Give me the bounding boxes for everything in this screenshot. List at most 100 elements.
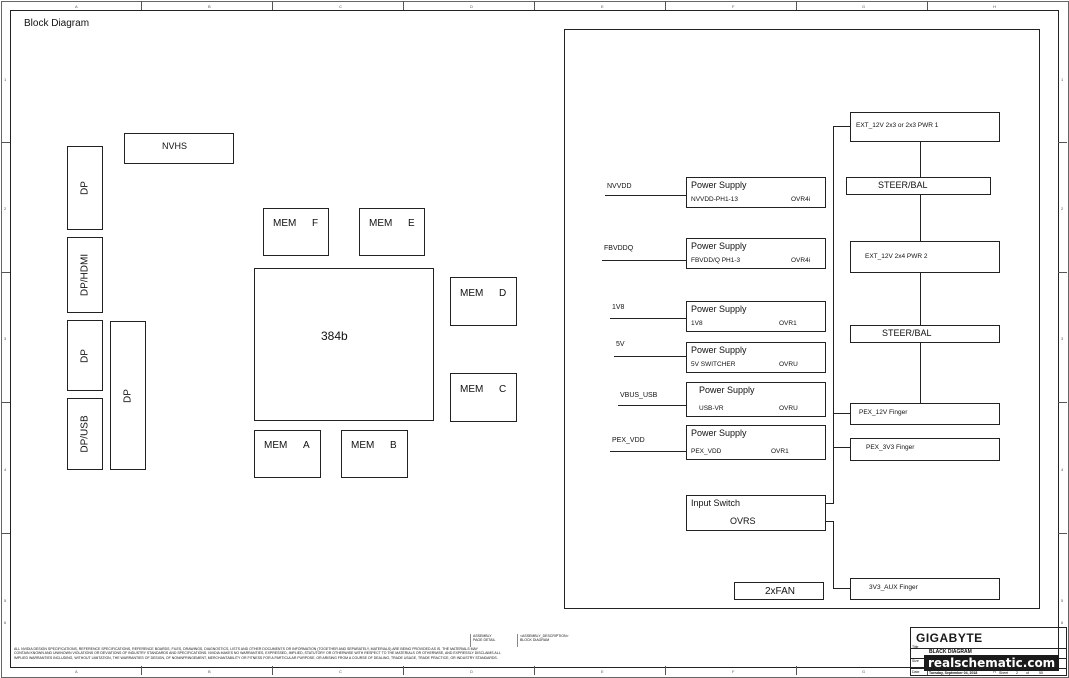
connector-dp-side-label: DP — [122, 388, 134, 403]
connector-dp-hdmi: DP/HDMI — [67, 237, 103, 313]
steer-bal-1-label: STEER/BAL — [878, 180, 928, 190]
net-line-2 — [610, 318, 686, 319]
mem-e-label: MEM — [369, 218, 393, 229]
aux-3v3-finger-label: 3V3_AUX Finger — [869, 584, 918, 591]
of-label: of — [1026, 671, 1029, 675]
gpu-block: 384b — [254, 268, 434, 421]
connector-dp-usb: DP/USB — [67, 398, 103, 470]
connector-dp-1-label: DP — [79, 181, 91, 195]
col-ref-top-E: E — [601, 4, 604, 9]
input-switch-title: Input Switch — [691, 498, 741, 508]
row-ref-left-2: 2 — [4, 206, 7, 211]
steer-bal-2-label: STEER/BAL — [882, 328, 932, 338]
col-divider-top-0 — [141, 1, 142, 10]
mem-d-label: MEM — [460, 288, 484, 299]
pex-12v-finger-label: PEX_12V Finger — [859, 409, 908, 416]
title-block-row-1 — [911, 648, 1066, 649]
assembly-desc: <ASSEMBLY_DESCRIPTION> — [520, 634, 569, 638]
row-divider-left-0 — [1, 142, 10, 143]
col-ref-top-D: D — [470, 4, 473, 9]
connector-dp-usb-label: DP/USB — [79, 415, 91, 453]
watermark-text: realschematic.com — [928, 656, 1056, 670]
row-ref-left-6: 6 — [4, 620, 7, 625]
power-supply-ic-3: OVRU — [779, 361, 798, 368]
col-ref-bottom-B: B — [208, 669, 211, 674]
row-divider-right-3 — [1058, 533, 1067, 534]
doc-title: BLACK DIAGRAM — [929, 649, 972, 655]
brand-logo: GIGABYTE — [916, 631, 983, 645]
ext-pwr2-block: EXT_12V 2x4 PWR 2 — [850, 241, 1000, 273]
col-divider-top-1 — [272, 1, 273, 10]
power-supply-ic-0: OVR4i — [791, 196, 811, 203]
mem-a-label: MEM — [264, 440, 288, 451]
sheet-label: Sheet — [999, 671, 1009, 675]
page-title: Block Diagram — [24, 18, 90, 29]
mem-f-label: MEM — [273, 218, 297, 229]
col-divider-top-3 — [534, 1, 535, 10]
pex-3v3-finger: PEX_3V3 Finger — [850, 438, 1000, 461]
connector-dp-1: DP — [67, 146, 103, 230]
connector-dp-2-label: DP — [79, 348, 91, 363]
row-ref-right-6: 6 — [1061, 620, 1064, 625]
sheet-total: 55 — [1039, 671, 1043, 675]
net-label-0: NVVDD — [607, 183, 632, 190]
connector-dp-2: DP — [67, 320, 103, 391]
col-ref-top-A: A — [75, 4, 78, 9]
connector-dp-hdmi-label: DP/HDMI — [79, 253, 91, 297]
ext-pwr1-block: EXT_12V 2x3 or 2x3 PWR 1 — [850, 112, 1000, 142]
row-ref-right-5: 5 — [1061, 598, 1064, 603]
steer-link-3 — [920, 273, 921, 325]
col-divider-top-5 — [796, 1, 797, 10]
row-divider-left-2 — [1, 402, 10, 403]
mem-e-letter: E — [408, 218, 415, 229]
pex-3v3-finger-label: PEX_3V3 Finger — [866, 444, 915, 451]
col-divider-bottom-3 — [534, 666, 535, 675]
assembly-label: ASSEMBLY — [473, 634, 492, 638]
col-divider-bottom-0 — [141, 666, 142, 675]
col-ref-bottom-A: A — [75, 669, 78, 674]
col-ref-bottom-G: G — [862, 669, 866, 674]
steer-link-4 — [920, 343, 921, 403]
power-supply-title-1: Power Supply — [691, 241, 747, 251]
disclaimer-line-2: CONTAIN KNOWN AND UNKNOWN VIOLATIONS OR … — [14, 651, 501, 656]
power-supply-title-0: Power Supply — [691, 180, 747, 190]
mem-c-letter: C — [499, 384, 507, 395]
col-ref-bottom-H: H — [993, 669, 996, 674]
disclaimer-line-1: ALL NVIDIA DESIGN SPECIFICATIONS, REFERE… — [14, 647, 478, 651]
power-supply-sub-2: 1V8 — [691, 320, 703, 327]
ext-pwr1-label: EXT_12V 2x3 or 2x3 PWR 1 — [856, 122, 939, 129]
fan-label: 2xFAN — [765, 586, 796, 597]
steer-link-2 — [920, 195, 921, 241]
mem-d-letter: D — [499, 288, 507, 299]
net-label-1: FBVDDQ — [604, 245, 634, 252]
mem-b-label: MEM — [351, 440, 375, 451]
assembly-values: <ASSEMBLY_DESCRIPTION> BLOCK DIAGRAM — [517, 634, 608, 647]
col-ref-top-G: G — [862, 4, 866, 9]
connector-dp-side: DP — [110, 321, 146, 470]
power-supply-sub-5: PEX_VDD — [691, 448, 722, 455]
disclaimer: ALL NVIDIA DESIGN SPECIFICATIONS, REFERE… — [14, 647, 501, 660]
nvhs-label: NVHS — [162, 141, 188, 151]
col-ref-top-H: H — [993, 4, 996, 9]
mem-b-letter: B — [390, 440, 397, 451]
row-ref-left-3: 3 — [4, 336, 7, 341]
net-line-0 — [605, 195, 686, 196]
mem-a-block: MEM A — [254, 430, 321, 478]
power-supply-title-2: Power Supply — [691, 304, 747, 314]
col-divider-bottom-5 — [796, 666, 797, 675]
power-supply-sub-4: USB-VR — [699, 405, 724, 412]
net-label-2: 1V8 — [612, 304, 625, 311]
row-divider-left-3 — [1, 533, 10, 534]
net-line-3 — [614, 356, 686, 357]
col-ref-bottom-C: C — [339, 669, 342, 674]
col-ref-top-F: F — [732, 4, 735, 9]
col-ref-top-B: B — [208, 4, 211, 9]
bus-stub-pex12 — [833, 413, 850, 414]
size-field-label: Size — [912, 659, 919, 663]
page-detail-label: PAGE DETAIL — [473, 638, 496, 643]
power-supply-sub-3: 5V SWITCHER — [691, 361, 736, 368]
